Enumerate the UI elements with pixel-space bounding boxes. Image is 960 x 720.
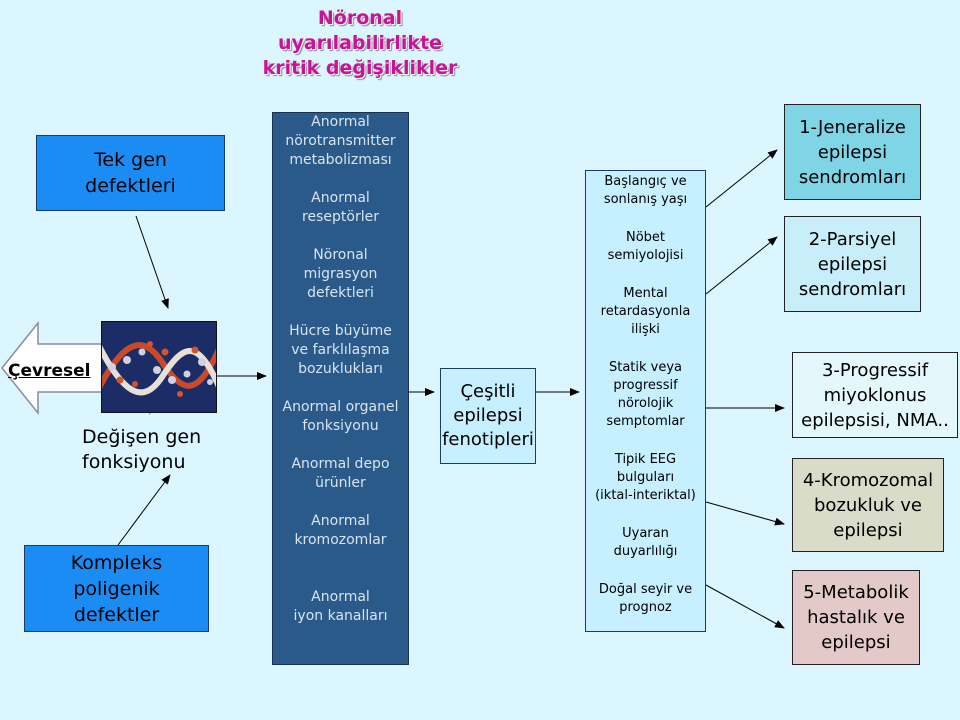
outcome-line: epilepsi bbox=[817, 141, 888, 163]
outcome-line: miyoklonus bbox=[823, 384, 927, 406]
outcome-line: bozukluk ve bbox=[814, 494, 922, 516]
altered-gene-function-label: Değişen gen fonksiyonu bbox=[82, 425, 201, 475]
outcome-line: 3-Progressif bbox=[821, 359, 929, 381]
mechanism-item: Nöronal migrasyon defektleri bbox=[303, 247, 378, 301]
title-line: Nöronal bbox=[317, 7, 403, 29]
box-line: Kompleks poligenik bbox=[70, 551, 163, 600]
epilepsy-phenotypes-box: Çeşitli epilepsi fenotipleri bbox=[440, 368, 536, 464]
title-line: kritik değişiklikler bbox=[262, 57, 458, 79]
arrow-single-gene-to-dna bbox=[135, 215, 169, 309]
mechanism-item: Anormal depo ürünler bbox=[291, 456, 390, 491]
feature-item: Tipik EEG bulguları (iktal-interiktal) bbox=[595, 452, 696, 503]
outcome-line: epilepsisi, NMA.. bbox=[801, 409, 949, 431]
box-line: defektler bbox=[73, 603, 160, 626]
outcome-line: 2-Parsiyel bbox=[808, 228, 897, 250]
single-gene-defects-box: Tek gen defektleri bbox=[36, 135, 225, 211]
arrow-complex-to-dna bbox=[117, 474, 171, 546]
box-line: Çeşitli bbox=[460, 381, 516, 402]
feature-item: Nöbet semiyolojisi bbox=[607, 230, 684, 263]
environmental-label: Çevresel bbox=[8, 361, 91, 381]
feature-item: Uyaran duyarlılığı bbox=[613, 526, 678, 559]
arrow-to-outcome-2 bbox=[705, 236, 778, 295]
outcome-line: epilepsi bbox=[817, 253, 888, 275]
box-line: fenotipleri bbox=[442, 429, 534, 450]
arrow-to-outcome-1 bbox=[705, 149, 778, 208]
mechanism-item: Anormal kromozomlar bbox=[294, 513, 387, 548]
mechanism-item: Anormal reseptörler bbox=[302, 190, 379, 225]
outcome-line: epilepsi bbox=[821, 632, 891, 653]
box-line: Tek gen bbox=[94, 149, 167, 171]
dna-helix-icon bbox=[102, 322, 216, 412]
mechanisms-column: Anormal nörotransmitter metabolizması An… bbox=[272, 112, 409, 665]
outcome-box-2: 2-Parsiyel epilepsi sendromları bbox=[784, 216, 921, 312]
box-line: defektleri bbox=[85, 175, 176, 197]
mechanism-item: Anormal iyon kanalları bbox=[293, 589, 388, 624]
arrow-to-outcome-4 bbox=[705, 501, 785, 526]
arrow-to-outcome-5 bbox=[705, 584, 785, 629]
outcome-line: 4-Kromozomal bbox=[802, 469, 934, 491]
diagram-title: Nöronal uyarılabilirlikte kritik değişik… bbox=[230, 6, 490, 81]
mechanism-item: Anormal nörotransmitter metabolizması bbox=[285, 114, 396, 168]
feature-item: Statik veya progressif nörolojik semptom… bbox=[606, 360, 685, 429]
feature-item: Doğal seyir ve prognoz bbox=[598, 582, 693, 615]
outcome-line: hastalık ve bbox=[807, 607, 905, 628]
box-line: epilepsi bbox=[453, 405, 523, 426]
feature-item: Mental retardasyonla ilişki bbox=[600, 286, 691, 337]
outcome-line: sendromları bbox=[798, 166, 907, 188]
clinical-features-column: Başlangıç ve sonlanış yaşı Nöbet semiyol… bbox=[585, 170, 706, 632]
title-line: uyarılabilirlikte bbox=[277, 32, 443, 54]
outcome-box-5: 5-Metabolik hastalık ve epilepsi bbox=[792, 570, 920, 665]
mechanism-item: Anormal organel fonksiyonu bbox=[282, 399, 399, 434]
outcome-line: epilepsi bbox=[833, 519, 903, 541]
mechanism-item: Hücre büyüme ve farklılaşma bozuklukları bbox=[289, 323, 392, 377]
outcome-box-3: 3-Progressif miyoklonus epilepsisi, NMA.… bbox=[792, 352, 958, 438]
dna-image bbox=[101, 321, 217, 413]
outcome-box-1: 1-Jeneralize epilepsi sendromları bbox=[784, 104, 921, 200]
outcome-line: 5-Metabolik bbox=[803, 582, 909, 603]
feature-item: Başlangıç ve sonlanış yaşı bbox=[603, 174, 688, 207]
complex-polygenic-defects-box: Kompleks poligenik defektler bbox=[24, 545, 209, 632]
label-line: fonksiyonu bbox=[82, 451, 186, 473]
label-line: Değişen gen bbox=[82, 426, 202, 448]
outcome-box-4: 4-Kromozomal bozukluk ve epilepsi bbox=[792, 458, 944, 552]
outcome-line: sendromları bbox=[798, 278, 907, 300]
outcome-line: 1-Jeneralize bbox=[799, 116, 906, 138]
